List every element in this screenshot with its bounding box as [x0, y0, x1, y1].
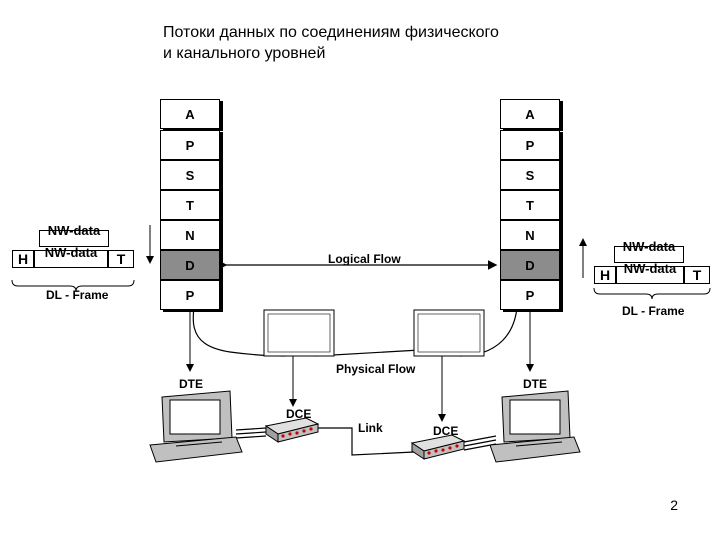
left-protocol-stack: A P S T N D P — [160, 99, 224, 324]
left-layer-physical: P — [160, 280, 220, 310]
left-layer-session: S — [160, 160, 220, 190]
right-nw-data-packet: NW-data — [614, 239, 684, 263]
right-protocol-stack: A P S T N D P — [500, 99, 564, 324]
logical-flow-label: Logical Flow — [328, 252, 401, 266]
left-dte-cable — [235, 427, 267, 439]
physical-flow-label: Physical Flow — [336, 362, 416, 376]
left-frame-body: NW-data — [34, 245, 108, 268]
left-layer-presentation: P — [160, 130, 220, 160]
right-interface-box — [413, 309, 485, 357]
right-layer-physical: P — [500, 280, 560, 310]
left-nw-data-packet-label: NW-data — [47, 223, 101, 238]
page-number: 2 — [670, 497, 678, 513]
right-dte-label: DTE — [523, 377, 547, 391]
left-frame-header: H — [12, 250, 34, 268]
left-frame-body-label: NW-data — [44, 245, 98, 260]
slide-title: Потоки данных по соединениям физического… — [163, 22, 499, 64]
link-line — [318, 427, 415, 456]
right-layer-application: A — [500, 99, 560, 129]
right-frame-body-label: NW-data — [623, 261, 677, 276]
left-interface-box — [263, 309, 335, 357]
left-dte-label: DTE — [179, 377, 203, 391]
left-layer-application: A — [160, 99, 220, 129]
title-line-2: и канального уровней — [163, 45, 326, 62]
title-line-1: Потоки данных по соединениям физического — [163, 24, 499, 41]
left-nw-data-packet: NW-data — [39, 223, 109, 247]
left-frame-caption: DL - Frame — [46, 288, 109, 302]
left-dce-label: DCE — [286, 407, 312, 421]
right-dte-computer — [489, 390, 581, 463]
right-frame-header: H — [594, 266, 616, 284]
link-label: Link — [358, 421, 383, 435]
right-layer-datalink: D — [500, 250, 560, 280]
right-layer-session: S — [500, 160, 560, 190]
left-layer-transport: T — [160, 190, 220, 220]
left-frame-brace — [11, 279, 135, 292]
left-layer-network: N — [160, 220, 220, 250]
right-frame-brace — [593, 287, 711, 300]
right-layer-presentation: P — [500, 130, 560, 160]
right-nw-data-packet-label: NW-data — [622, 239, 676, 254]
right-dce-label: DCE — [433, 424, 459, 438]
right-layer-transport: T — [500, 190, 560, 220]
right-frame-trailer: T — [684, 266, 710, 284]
left-layer-datalink: D — [160, 250, 220, 280]
right-dce-modem — [410, 434, 466, 460]
left-dce-modem — [264, 417, 320, 443]
right-layer-network: N — [500, 220, 560, 250]
right-frame-caption: DL - Frame — [622, 304, 685, 318]
right-frame-body: NW-data — [616, 261, 684, 284]
left-dte-computer — [149, 390, 243, 463]
left-frame-trailer: T — [108, 250, 134, 268]
